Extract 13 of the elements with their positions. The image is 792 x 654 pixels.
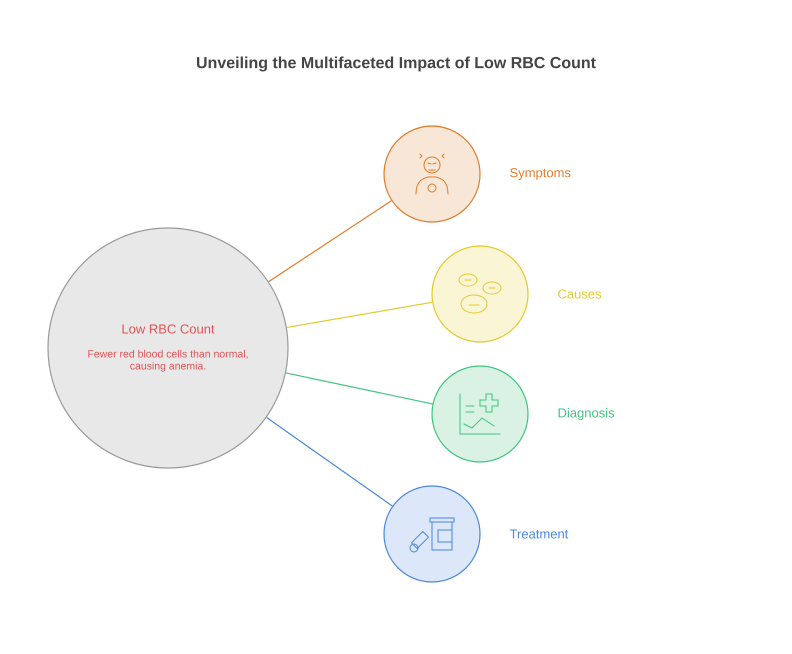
node-label: Treatment	[510, 529, 568, 539]
connector-line	[268, 200, 392, 282]
node-label: Diagnosis	[558, 408, 614, 420]
node-label: Causes	[558, 289, 602, 299]
connector-line	[266, 416, 393, 506]
icon-circle	[383, 125, 481, 223]
connector-line	[286, 302, 432, 328]
node-label: Symptoms	[510, 168, 570, 180]
title: Unveiling the Multifaceted Impact of Low RBC Count	[196, 56, 596, 72]
icon-circle	[383, 485, 481, 583]
icon-circle	[431, 365, 529, 463]
icon-circle	[431, 245, 529, 343]
connector-line	[286, 372, 433, 405]
